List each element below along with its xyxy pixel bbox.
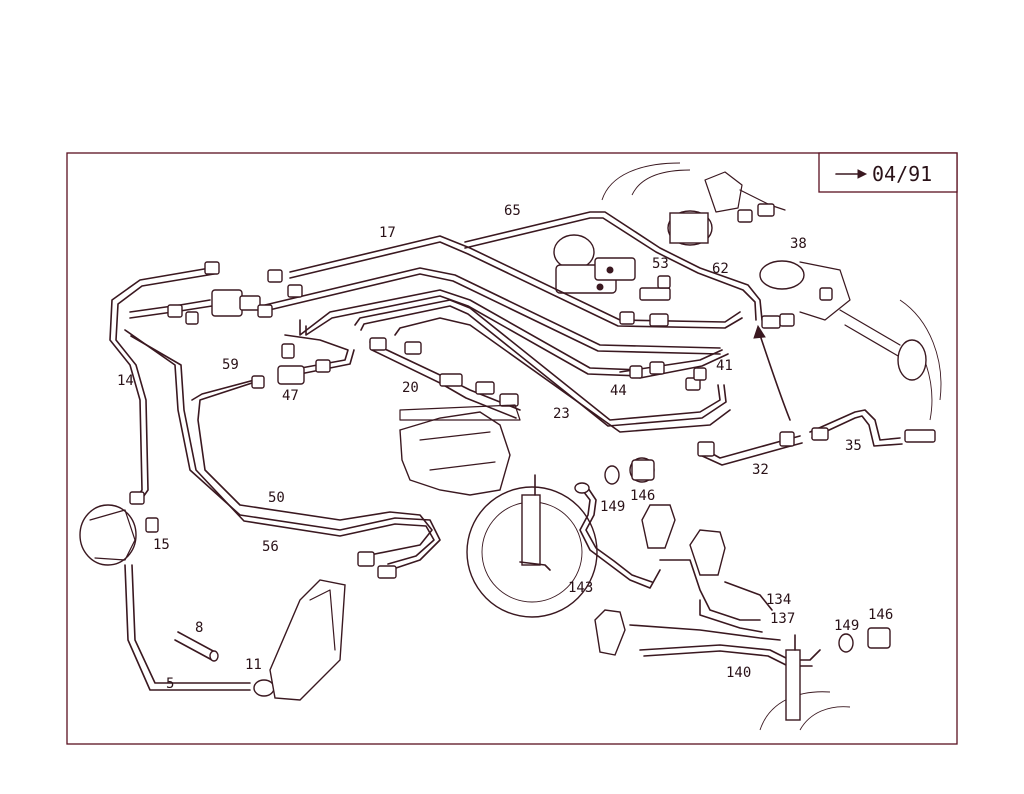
- date-badge: 04/91: [818, 152, 958, 193]
- pointer-arrow: [753, 324, 791, 421]
- brake-fluid-reservoir: [79, 504, 137, 566]
- callout-50: 50: [268, 490, 285, 506]
- callout-149-lower: 149: [834, 618, 859, 634]
- callout-65: 65: [504, 203, 521, 219]
- master-cylinder-booster: [399, 404, 521, 496]
- callout-5: 5: [166, 676, 174, 692]
- callout-41: 41: [716, 358, 733, 374]
- clutch-slave-cylinder: [269, 579, 346, 701]
- callout-17: 17: [379, 225, 396, 241]
- badge-text: 04/91: [872, 162, 932, 186]
- callout-146-upper: 146: [630, 488, 655, 504]
- arrow-head-icon: [857, 169, 868, 179]
- callout-62: 62: [712, 261, 729, 277]
- brake-caliper-front: [641, 504, 726, 576]
- callout-32: 32: [752, 462, 769, 478]
- callout-134: 134: [766, 592, 791, 608]
- line-fittings: [129, 203, 936, 579]
- brake-caliper-rear-right: [594, 609, 626, 656]
- rear-wheel-hub: [601, 162, 942, 421]
- callout-labels: 65 17 38 53 62 14 59 47 20 44 41 23 32 3…: [117, 203, 893, 692]
- callout-44: 44: [610, 383, 627, 399]
- callout-149-upper: 149: [600, 499, 625, 515]
- bleed-nipple-15: [145, 517, 159, 533]
- callout-47: 47: [282, 388, 299, 404]
- callout-23: 23: [553, 406, 570, 422]
- callout-38: 38: [790, 236, 807, 252]
- hose-clamp-8: [174, 631, 219, 662]
- callout-53: 53: [652, 256, 669, 272]
- callout-15: 15: [153, 537, 170, 553]
- diagram-frame: [66, 152, 958, 745]
- callout-8: 8: [195, 620, 203, 636]
- brake-pressure-regulator: [553, 234, 636, 294]
- callout-20: 20: [402, 380, 419, 396]
- washer-146-149-upper: [604, 457, 655, 485]
- callout-59: 59: [222, 357, 239, 373]
- callout-146-lower: 146: [868, 607, 893, 623]
- callout-140: 140: [726, 665, 751, 681]
- callout-14: 14: [117, 373, 134, 389]
- front-wheel-bottom-right: [759, 634, 851, 731]
- callout-11: 11: [245, 657, 262, 673]
- reservoir-hose: [124, 564, 275, 697]
- callout-56: 56: [262, 539, 279, 555]
- callout-143: 143: [568, 580, 593, 596]
- callout-137: 137: [770, 611, 795, 627]
- callout-35: 35: [845, 438, 862, 454]
- front-brake-line-143: [574, 482, 661, 589]
- front-brake-disc: [466, 474, 598, 618]
- washer-146-149-lower: [838, 627, 891, 653]
